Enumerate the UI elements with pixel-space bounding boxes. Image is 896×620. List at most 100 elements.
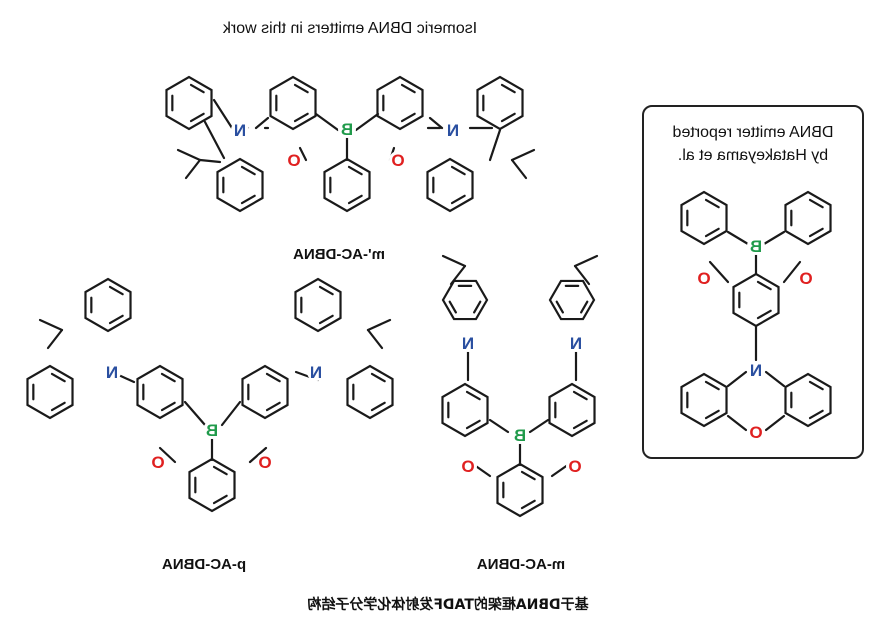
figure-title: Isomeric DBNA emitters in this work: [222, 20, 477, 37]
double-bond: [808, 227, 824, 238]
nitrogen-atom: N: [750, 361, 762, 380]
m-core-ring-right: [548, 382, 596, 438]
p-acridan-right-lower: [346, 364, 394, 420]
bond: [248, 446, 268, 464]
nitrogen-atom: N: [447, 121, 459, 140]
boron-atom-backdrop: [511, 426, 529, 444]
double-bond: [520, 470, 536, 481]
inset-title-line1: DBNA emitter reported: [673, 124, 834, 141]
m-acridan-left-methyl: [449, 264, 467, 286]
oxygen-atom: O: [799, 269, 812, 288]
nitrogen-atom-backdrop: [231, 121, 249, 139]
m-core-ring-left: [441, 382, 489, 438]
m-acridan-right: [548, 279, 596, 321]
double-bond: [500, 83, 516, 94]
oxygen-atom: O: [287, 151, 300, 170]
double-bond: [555, 300, 564, 314]
nitrogen-atom: N: [106, 363, 118, 382]
double-bond: [240, 194, 256, 205]
double-bond: [293, 112, 309, 123]
double-bond: [318, 285, 334, 296]
bond: [198, 158, 222, 164]
oxygen-atom-backdrop: [389, 151, 407, 169]
bond: [726, 370, 748, 388]
boron-atom-backdrop: [338, 120, 356, 138]
boron-atom: B: [750, 237, 762, 256]
oxygen-atom: O: [568, 457, 581, 476]
oxygen-atom-backdrop: [149, 453, 167, 471]
p-acridan-left-lower: [26, 364, 74, 420]
oxygen-atom: O: [461, 457, 474, 476]
core-ring-left: [269, 75, 317, 131]
double-bond: [473, 300, 482, 314]
bond: [354, 112, 380, 132]
double-bond: [212, 465, 228, 476]
double-bond: [108, 314, 124, 325]
acridan-ring-left-lower: [216, 157, 264, 213]
boron-atom-backdrop: [203, 421, 221, 439]
double-bond: [265, 372, 281, 383]
oxygen-atom-backdrop: [695, 269, 713, 287]
bond: [203, 120, 226, 160]
p-core-ring-bottom: [188, 457, 236, 513]
oxygen-atom-backdrop: [797, 269, 815, 287]
label-p-ac-dbna: p-AC-DBNA: [162, 556, 246, 573]
p-acridan-right-methyl: [366, 318, 392, 332]
dbna-ring-left: [680, 190, 728, 246]
nitrogen-atom: N: [462, 334, 474, 353]
double-bond: [450, 194, 466, 205]
double-bond: [500, 112, 516, 123]
bond: [726, 414, 748, 432]
m-acridan-right-methyl: [573, 254, 599, 268]
inset-title-line2: by Hatakeyama et al.: [678, 147, 828, 164]
core-ring-right: [376, 75, 424, 131]
double-bond: [400, 83, 416, 94]
double-bond: [465, 390, 481, 401]
nitrogen-atom: N: [234, 121, 246, 140]
bond: [183, 400, 207, 427]
nitrogen-atom-backdrop: [444, 121, 462, 139]
nitrogen-atom-backdrop: [567, 334, 585, 352]
oxygen-atom: O: [258, 453, 271, 472]
p-acridan-right-upper: [294, 277, 342, 333]
oxygen-atom-backdrop: [285, 151, 303, 169]
oxygen-atom: O: [391, 151, 404, 170]
bond: [158, 446, 177, 464]
inset-box: [642, 105, 864, 459]
bond: [220, 400, 242, 427]
acridan-right-methyl: [510, 148, 536, 162]
acridan-right-methyl: [510, 158, 528, 180]
double-bond: [808, 380, 824, 391]
oxygen-atom-backdrop: [459, 457, 477, 475]
double-bond: [704, 227, 720, 238]
bond: [782, 260, 802, 284]
m-acridan-left-methyl: [441, 254, 467, 268]
double-bond: [265, 401, 281, 412]
double-bond: [108, 285, 124, 296]
double-bond: [370, 401, 386, 412]
boron-atom-backdrop: [747, 237, 765, 255]
double-bond: [572, 419, 588, 430]
double-bond: [160, 372, 176, 383]
double-bond: [160, 401, 176, 412]
m-acridan-right-methyl: [573, 264, 591, 286]
m-core-ring-bottom: [496, 462, 544, 518]
double-bond: [704, 380, 720, 391]
nitrogen-atom-backdrop: [103, 363, 121, 381]
bonds-layer: [26, 75, 832, 518]
acridan-left-methyl: [184, 158, 202, 180]
double-bond: [240, 165, 256, 176]
boron-atom: B: [206, 421, 218, 440]
bond: [708, 260, 730, 284]
p-acridan-left-methyl: [46, 328, 64, 350]
double-bond: [50, 401, 66, 412]
acridan-ring-right-lower: [426, 157, 474, 213]
bond: [528, 418, 550, 434]
double-bond: [450, 165, 466, 176]
oxygen-atom: O: [151, 453, 164, 472]
double-bond: [293, 83, 309, 94]
boron-atom: B: [514, 426, 526, 445]
double-bond: [704, 409, 720, 420]
